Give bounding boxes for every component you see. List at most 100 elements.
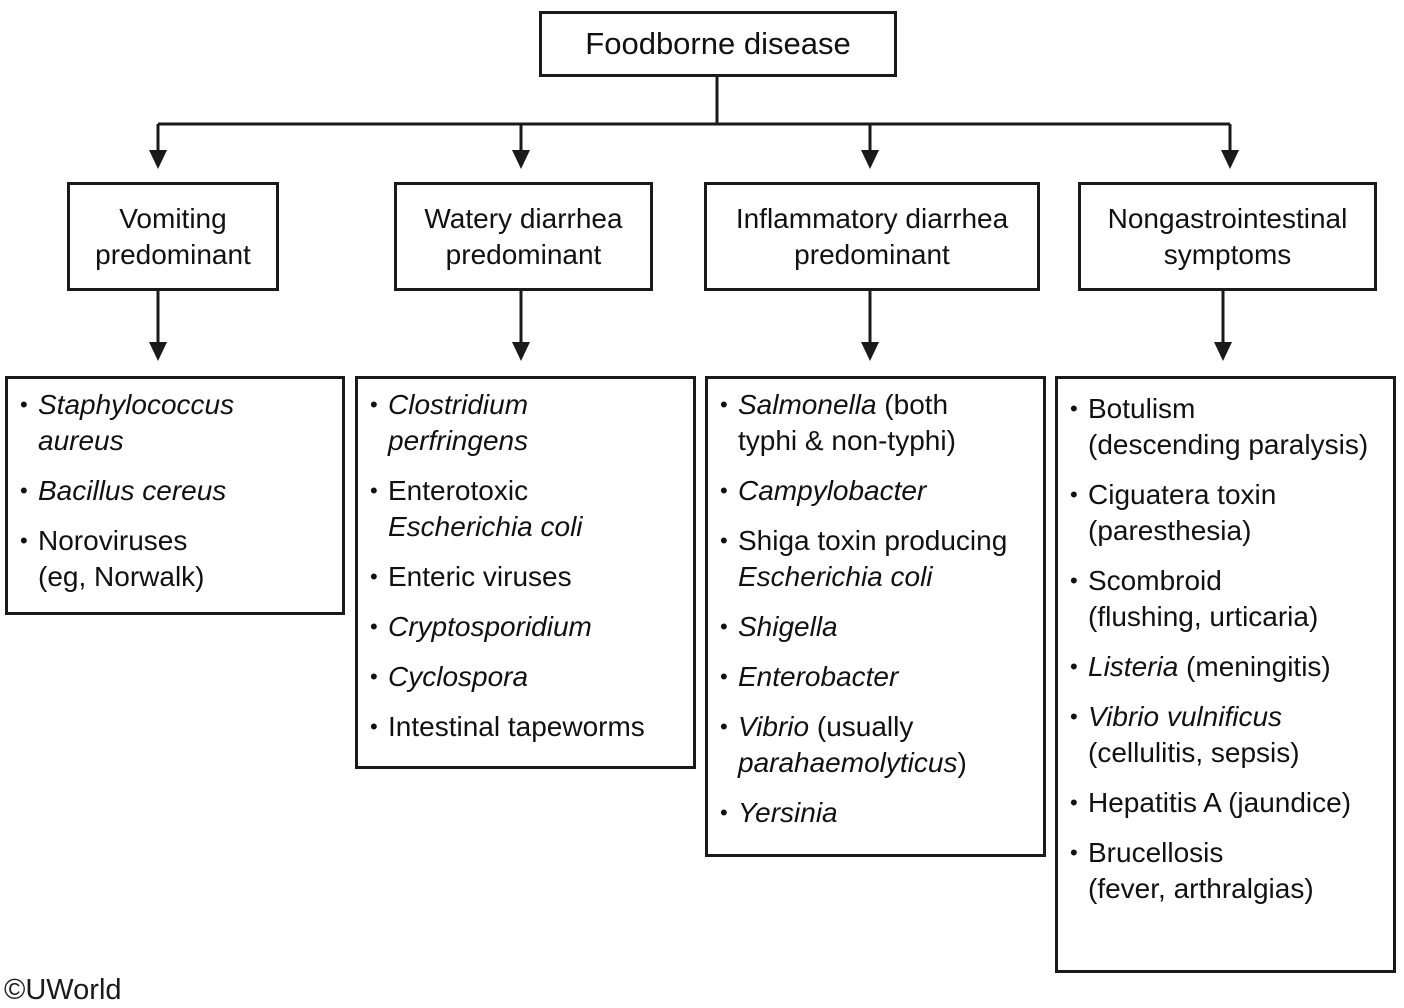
category-label-line1: Inflammatory diarrhea	[735, 202, 1009, 234]
italic-text: perfringens	[388, 425, 529, 456]
text: Enteric viruses	[388, 561, 572, 592]
list-item-line: Listeria (meningitis)	[1088, 649, 1393, 685]
root-label: Foodborne disease	[585, 26, 851, 61]
list-item-line: (eg, Norwalk)	[38, 559, 342, 595]
list-item-line: Enterotoxic	[388, 473, 693, 509]
list-item-line: Shigella	[738, 609, 1043, 645]
text: Brucellosis	[1088, 837, 1224, 868]
list-arrowhead-4	[1214, 342, 1232, 361]
branch-arrowhead-2	[512, 150, 530, 169]
text: Scombroid	[1088, 565, 1222, 596]
branch-arrow-shaft-1	[156, 124, 160, 152]
bullet-list: Staphylococcus aureusBacillus cereusNorov…	[8, 387, 342, 595]
category-node-nongastrointestinal: Nongastrointestinal symptoms	[1078, 182, 1377, 291]
pathogen-list-vomiting: Staphylococcus aureusBacillus cereusNorov…	[5, 376, 345, 615]
text: (both	[876, 389, 949, 420]
italic-text: Yersinia	[738, 797, 838, 828]
italic-text: Listeria	[1088, 651, 1179, 682]
italic-text: parahaemolyticus	[738, 747, 958, 778]
text: typhi & non-typhi)	[738, 425, 956, 456]
category-label-line1: Watery diarrhea	[424, 202, 623, 234]
branch-arrowhead-3	[861, 150, 879, 169]
italic-text: Salmonella	[738, 389, 877, 420]
list-item-line: Staphylococcus	[38, 387, 342, 423]
list-item-line: Cryptosporidium	[388, 609, 693, 645]
category-label-line1: Vomiting	[119, 202, 227, 234]
italic-text: Vibrio	[738, 711, 810, 742]
list-item: Hepatitis A (jaundice)	[1058, 785, 1393, 821]
list-item-line: Enterobacter	[738, 659, 1043, 695]
list-item: Cyclospora	[358, 659, 693, 695]
list-item: Scombroid (flushing, urticaria)	[1058, 563, 1393, 635]
branch-arrowhead-1	[149, 150, 167, 169]
list-item-line: Vibrio (usually	[738, 709, 1043, 745]
list-item-line: Botulism	[1088, 391, 1393, 427]
italic-text: Escherichia coli	[388, 511, 583, 542]
list-item-line: Shiga toxin producing	[738, 523, 1043, 559]
list-item-line: typhi & non-typhi)	[738, 423, 1043, 459]
list-item: Cryptosporidium	[358, 609, 693, 645]
copyright-watermark: ©UWorld	[4, 974, 122, 1006]
text: (eg, Norwalk)	[38, 561, 205, 592]
text: Intestinal tapeworms	[388, 711, 645, 742]
list-item: Yersinia	[708, 795, 1043, 831]
italic-text: Cyclospora	[388, 661, 529, 692]
list-arrow-shaft-1	[156, 290, 160, 344]
text: Botulism	[1088, 393, 1196, 424]
list-item-line: aureus	[38, 423, 342, 459]
list-item-line: Intestinal tapeworms	[388, 709, 693, 745]
bullet-list: Clostridium perfringensEnterotoxicEscheri…	[358, 387, 693, 745]
category-node-vomiting: Vomiting predominant	[67, 182, 279, 291]
category-node-watery-diarrhea: Watery diarrhea predominant	[394, 182, 653, 291]
list-arrowhead-1	[149, 342, 167, 361]
italic-text: Staphylococcus	[38, 389, 235, 420]
text: (flushing, urticaria)	[1088, 601, 1319, 632]
list-item: Bacillus cereus	[8, 473, 342, 509]
branch-arrow-shaft-2	[519, 124, 523, 152]
list-item-line: (cellulitis, sepsis)	[1088, 735, 1393, 771]
branch-arrowhead-4	[1221, 150, 1239, 169]
italic-text: Bacillus cereus	[38, 475, 227, 506]
italic-text: aureus	[38, 425, 124, 456]
category-label-line2: predominant	[445, 238, 602, 270]
text: (usually	[809, 711, 914, 742]
category-label-line2: predominant	[794, 238, 950, 270]
list-item-line: Enteric viruses	[388, 559, 693, 595]
list-item-line: Scombroid	[1088, 563, 1393, 599]
list-item: Noroviruses (eg, Norwalk)	[8, 523, 342, 595]
list-item-line: Escherichia coli	[388, 509, 693, 545]
list-item: Staphylococcus aureus	[8, 387, 342, 459]
pathogen-list-watery-diarrhea: Clostridium perfringensEnterotoxicEscheri…	[355, 376, 696, 769]
list-item-line: (paresthesia)	[1088, 513, 1393, 549]
list-item-line: parahaemolyticus)	[738, 745, 1043, 781]
text: Noroviruses	[38, 525, 188, 556]
text: Ciguatera toxin	[1088, 479, 1277, 510]
bullet-list: Botulism (descending paralysis) Ciguatera …	[1058, 387, 1393, 907]
list-arrow-shaft-2	[519, 290, 523, 344]
list-item-line: Cyclospora	[388, 659, 693, 695]
text: Shiga toxin producing	[738, 525, 1008, 556]
list-item: Listeria (meningitis)	[1058, 649, 1393, 685]
list-item-line: Ciguatera toxin	[1088, 477, 1393, 513]
text: (descending paralysis)	[1088, 429, 1369, 460]
list-item-line: (flushing, urticaria)	[1088, 599, 1393, 635]
list-item-line: Bacillus cereus	[38, 473, 342, 509]
list-item: Enteric viruses	[358, 559, 693, 595]
italic-text: Shigella	[738, 611, 838, 642]
list-arrowhead-3	[861, 342, 879, 361]
category-node-inflammatory-diarrhea: Inflammatory diarrhea predominant	[704, 182, 1040, 291]
list-item-line: Clostridium	[388, 387, 693, 423]
branch-arrow-shaft-4	[1228, 124, 1232, 152]
list-item-line: Brucellosis	[1088, 835, 1393, 871]
list-arrowhead-2	[512, 342, 530, 361]
list-item-line: Yersinia	[738, 795, 1043, 831]
list-item-line: (descending paralysis)	[1088, 427, 1393, 463]
list-item: Vibrio vulnificus(cellulitis, sepsis)	[1058, 699, 1393, 771]
italic-text: Clostridium	[388, 389, 529, 420]
text: (cellulitis, sepsis)	[1088, 737, 1300, 768]
